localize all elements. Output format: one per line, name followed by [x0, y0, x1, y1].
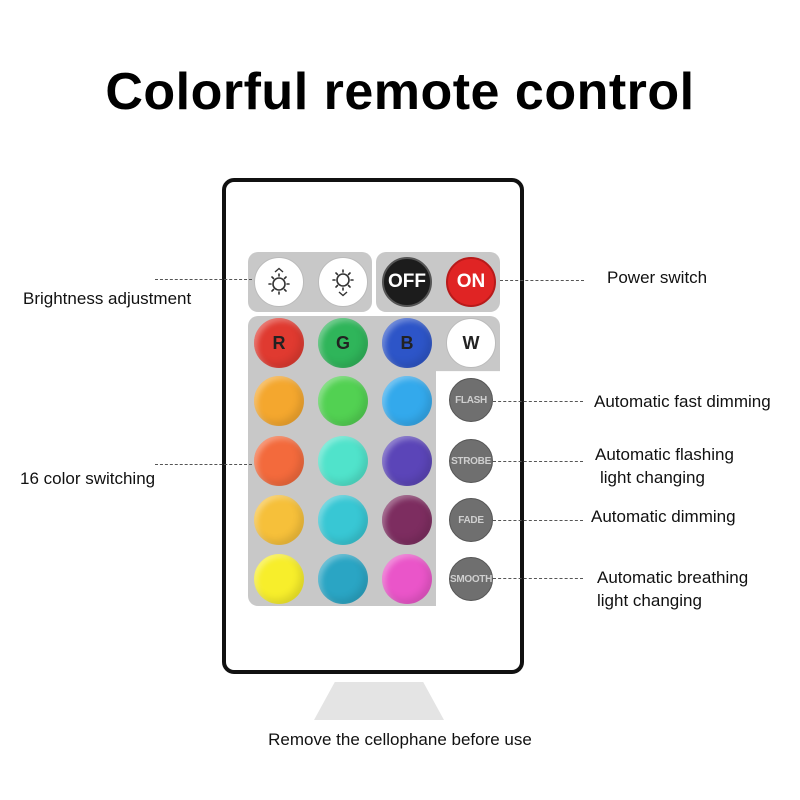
strobe-button[interactable]: STROBE [449, 439, 493, 483]
color-button-9[interactable] [382, 495, 432, 545]
color-button-8[interactable] [318, 495, 368, 545]
blue-button[interactable]: B [382, 318, 432, 368]
flashing-leader [493, 461, 583, 462]
color-button-10[interactable] [254, 554, 304, 604]
red-button[interactable]: R [254, 318, 304, 368]
color-button-7[interactable] [254, 495, 304, 545]
color-button-11[interactable] [318, 554, 368, 604]
color-button-4[interactable] [254, 436, 304, 486]
dimming-label: Automatic dimming [591, 507, 736, 526]
fast-dimming-leader [493, 401, 583, 402]
color-button-2[interactable] [318, 376, 368, 426]
power-label: Power switch [607, 268, 708, 287]
power-leader [500, 280, 584, 281]
color-button-5[interactable] [318, 436, 368, 486]
breathing-label-line1: Automatic breathing [597, 568, 749, 587]
flash-button[interactable]: FLASH [449, 378, 493, 422]
fade-button[interactable]: FADE [449, 498, 493, 542]
smooth-button[interactable]: SMOOTH [449, 557, 493, 601]
brightness-up-button[interactable] [254, 257, 304, 307]
brightness-down-icon [332, 269, 354, 297]
off-button[interactable]: OFF [382, 257, 432, 307]
on-button[interactable]: ON [446, 257, 496, 307]
flashing-label-line1: Automatic flashing [595, 445, 734, 464]
dimming-leader [493, 520, 583, 521]
green-button[interactable]: G [318, 318, 368, 368]
color-button-1[interactable] [254, 376, 304, 426]
breathing-leader [493, 578, 583, 579]
color-button-6[interactable] [382, 436, 432, 486]
color-switching-leader [155, 464, 252, 465]
brightness-up-icon [268, 267, 290, 295]
color-switching-label: 16 color switching [20, 469, 156, 488]
color-button-3[interactable] [382, 376, 432, 426]
brightness-label: Brightness adjustment [23, 289, 192, 308]
brightness-leader [155, 279, 252, 280]
brightness-down-button[interactable] [318, 257, 368, 307]
flashing-label-line2: light changing [600, 468, 705, 487]
fast-dimming-label: Automatic fast dimming [594, 392, 771, 411]
color-button-12[interactable] [382, 554, 432, 604]
white-button[interactable]: W [446, 318, 496, 368]
page-title: Colorful remote control [105, 63, 695, 121]
remote-stand [314, 682, 444, 720]
footer-note: Remove the cellophane before use [268, 730, 532, 749]
breathing-label-line2: light changing [597, 591, 702, 610]
